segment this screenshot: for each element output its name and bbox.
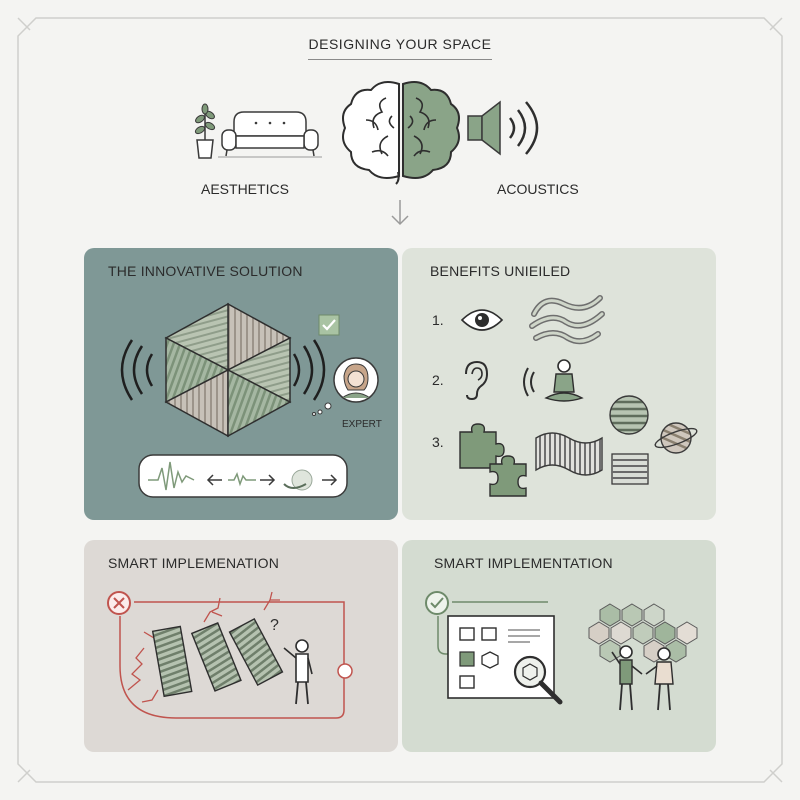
wavy-panel-icon xyxy=(535,432,603,476)
solution-flow-diagram xyxy=(437,601,548,655)
innovative-solution-panel: THE INNOVATIVE SOLUTION xyxy=(84,248,398,520)
error-x-icon xyxy=(107,591,131,615)
sofa-icon xyxy=(218,111,322,158)
hexagon-panel-icon xyxy=(164,302,292,438)
hexagon-tiles-icon xyxy=(588,603,698,663)
expert-label: EXPERT xyxy=(342,419,382,430)
smart-implementation-problem-panel: SMART IMPLEMENATION ? xyxy=(84,540,398,752)
svg-text:?: ? xyxy=(270,617,279,634)
aesthetics-label: AESTHETICS xyxy=(201,181,289,197)
panel-title: SMART IMPLEMENATION xyxy=(108,555,280,571)
benefit-number: 3. xyxy=(432,434,444,450)
striped-block-icon xyxy=(611,453,649,485)
page-title: DESIGNING YOUR SPACE xyxy=(308,36,492,52)
meditation-icon xyxy=(523,359,584,402)
arrow-down-icon xyxy=(391,200,409,226)
confused-person-icon: ? xyxy=(270,617,313,705)
brain-icon xyxy=(342,81,460,185)
planet-icon xyxy=(654,422,698,454)
sound-wave-left-icon xyxy=(120,339,154,401)
check-icon xyxy=(318,314,340,336)
striped-sphere-icon xyxy=(609,395,649,435)
acoustics-label: ACOUSTICS xyxy=(497,181,579,197)
ear-icon xyxy=(465,360,489,401)
benefit-number: 2. xyxy=(432,372,444,388)
benefits-panel: BENEFITS UNIEILED 1. 2. 3. xyxy=(402,248,716,520)
abstract-pattern-icon xyxy=(529,295,605,345)
misaligned-panels-icon xyxy=(151,617,284,698)
people-icon xyxy=(611,645,674,711)
panel-title: SMART IMPLEMENTATION xyxy=(434,555,613,571)
expert-avatar-icon xyxy=(312,357,379,416)
benefit-number: 1. xyxy=(432,312,444,328)
speaker-icon xyxy=(467,100,539,156)
panel-title: BENEFITS UNIEILED xyxy=(430,263,571,279)
eye-icon xyxy=(460,309,504,331)
panel-title: THE INNOVATIVE SOLUTION xyxy=(108,263,303,279)
title-underline xyxy=(308,59,492,60)
plant-icon xyxy=(194,103,216,159)
puzzle-icon xyxy=(459,423,527,497)
smart-implementation-solution-panel: SMART IMPLEMENTATION xyxy=(402,540,716,752)
magnifier-icon xyxy=(513,655,563,705)
success-check-icon xyxy=(425,591,449,615)
sound-wave-right-icon xyxy=(292,339,326,401)
waveform-control xyxy=(138,454,348,498)
problem-flow-diagram xyxy=(119,591,353,719)
